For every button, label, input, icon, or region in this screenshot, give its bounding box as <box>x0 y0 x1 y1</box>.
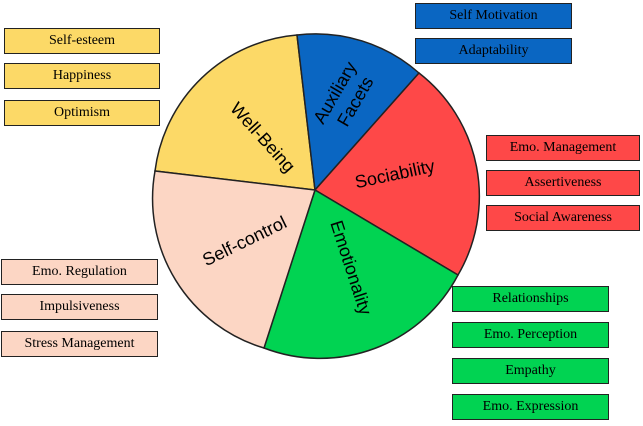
facet-impulsiveness: Impulsiveness <box>1 294 158 320</box>
segment-emotionality <box>263 188 459 360</box>
facet-self-esteem: Self-esteem <box>4 28 160 54</box>
segment-self-control <box>151 170 316 349</box>
facet-adaptability: Adaptability <box>415 38 572 64</box>
facet-emo-expression: Emo. Expression <box>452 394 609 420</box>
facet-relationships: Relationships <box>452 286 609 312</box>
segment-sociability <box>313 71 481 277</box>
facet-self-motivation: Self Motivation <box>415 3 572 29</box>
facet-empathy: Empathy <box>452 358 609 384</box>
segment-well-being <box>154 34 316 191</box>
facet-emo-regulation: Emo. Regulation <box>1 259 158 285</box>
facet-emo-management: Emo. Management <box>486 135 640 161</box>
facet-optimism: Optimism <box>4 100 160 126</box>
facet-emo-perception: Emo. Perception <box>452 322 609 348</box>
facet-assertiveness: Assertiveness <box>486 170 640 196</box>
facet-stress-management: Stress Management <box>1 331 158 357</box>
facet-social-awareness: Social Awareness <box>486 205 640 231</box>
facet-happiness: Happiness <box>4 63 160 89</box>
segment-auxiliary-facets <box>296 33 421 192</box>
